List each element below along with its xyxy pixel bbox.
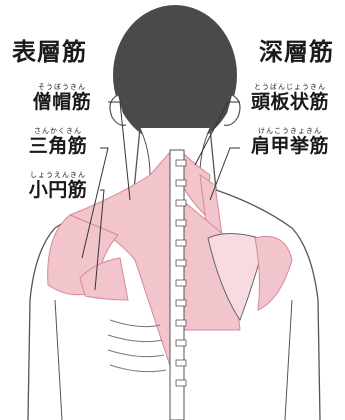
deltoid-text: 三角筋 <box>18 137 98 156</box>
levator-scapulae-label: けんこうきょきん 肩甲挙筋 <box>240 128 340 156</box>
deltoid-ruby: さんかくきん <box>18 128 98 135</box>
superficial-muscles-heading: 表層筋 <box>12 40 87 64</box>
splenius-capitis-label: とうばんじょうきん 頭板状筋 <box>240 84 340 112</box>
teres-minor-text: 小円筋 <box>18 181 98 200</box>
levator-scapulae-ruby: けんこうきょきん <box>240 128 340 135</box>
trapezius-label: そうぼうきん 僧帽筋 <box>22 84 102 112</box>
levator-scapulae-text: 肩甲挙筋 <box>240 137 340 156</box>
splenius-capitis-text: 頭板状筋 <box>240 93 340 112</box>
teres-minor-label: しょうえんきん 小円筋 <box>18 172 98 200</box>
right-shoulder-muscle <box>255 236 292 310</box>
deltoid-label: さんかくきん 三角筋 <box>18 128 98 156</box>
head-hair <box>113 5 237 145</box>
trapezius-text: 僧帽筋 <box>22 93 102 112</box>
teres-minor-ruby: しょうえんきん <box>18 172 98 179</box>
deep-muscles-heading: 深層筋 <box>259 40 334 64</box>
trapezius-ruby: そうぼうきん <box>22 84 102 91</box>
spine <box>170 150 186 420</box>
splenius-capitis-ruby: とうばんじょうきん <box>240 84 340 91</box>
